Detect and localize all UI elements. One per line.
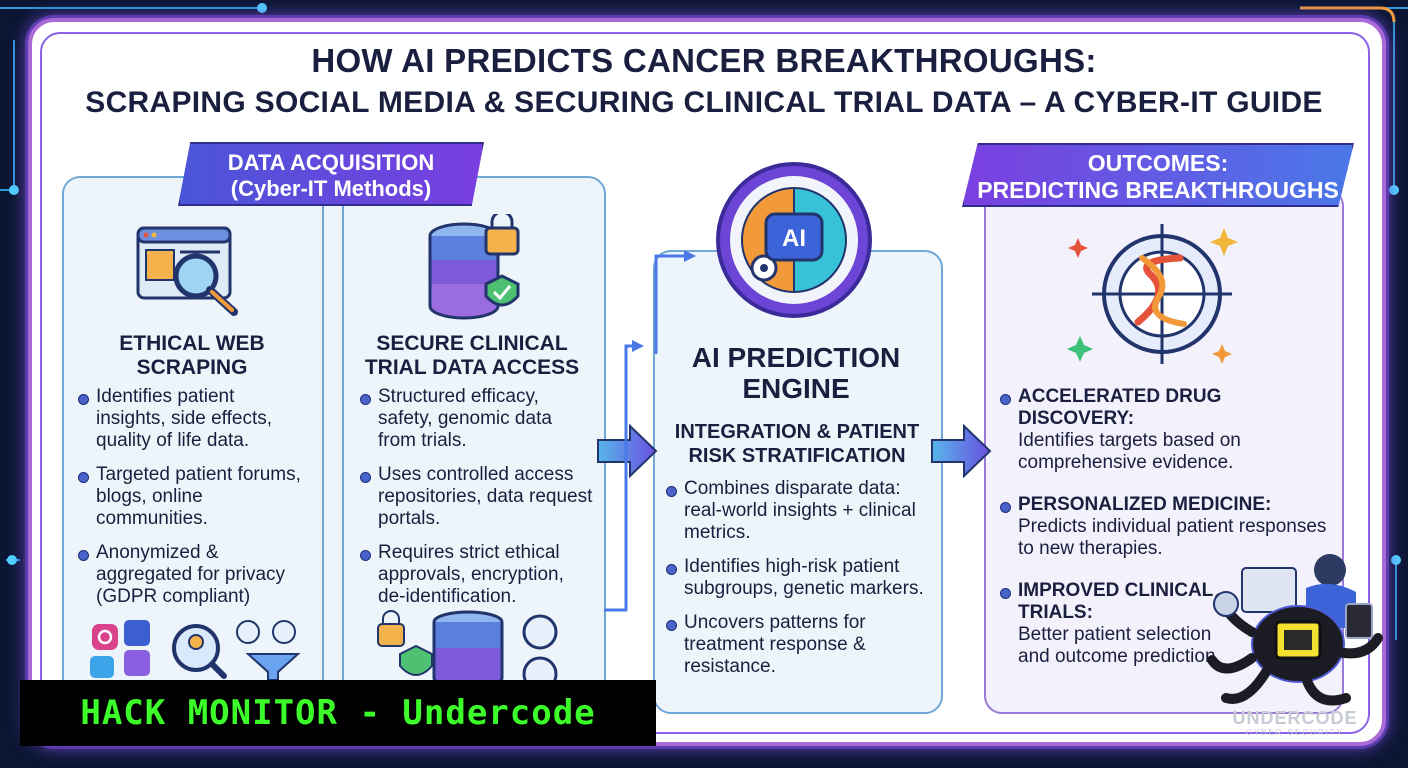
subheading-line: INTEGRATION & PATIENT (674, 421, 920, 443)
ribbon-title: DATA ACQUISITION (227, 150, 435, 175)
secure-records-icon (377, 610, 558, 684)
clinical-bullet-list: Structured efficacy, safety, genomic dat… (358, 386, 594, 620)
web-search-icon (136, 226, 238, 316)
column-divider (322, 180, 324, 700)
octopus-hacker-mascot (1207, 554, 1383, 706)
list-item: Requires strict ethical approvals, encry… (358, 542, 594, 608)
list-item: Uncovers patterns for treatment response… (664, 612, 934, 678)
list-item: Identifies patient insights, side effect… (76, 386, 306, 452)
ai-engine-heading: AI PREDICTION ENGINE (664, 342, 928, 404)
main-subtitle: SCRAPING SOCIAL MEDIA & SECURING CLINICA… (85, 86, 1323, 119)
ai-engine-bullet-list: Combines disparate data: real-world insi… (664, 478, 934, 690)
subheading-line: RISK STRATIFICATION (688, 445, 906, 467)
outcomes-ribbon: OUTCOMES: PREDICTING BREAKTHROUGHS (962, 143, 1354, 207)
data-acquisition-ribbon: DATA ACQUISITION (Cyber-IT Methods) (178, 142, 484, 206)
connector-lines (604, 250, 696, 612)
heading-line: SCRAPING (136, 356, 248, 379)
heading-line: TRIAL DATA ACCESS (364, 356, 580, 379)
heading-line: ENGINE (742, 373, 850, 404)
outcome-lead: ACCELERATED DRUG DISCOVERY: (1018, 386, 1222, 429)
main-title: HOW AI PREDICTS CANCER BREAKTHROUGHS: (311, 42, 1097, 79)
inner-frame (40, 32, 1370, 734)
dna-target-icon (1067, 224, 1238, 364)
list-item: ACCELERATED DRUG DISCOVERY: Identifies t… (998, 386, 1338, 474)
outcome-lead: PERSONALIZED MEDICINE: (1018, 494, 1272, 515)
heading-line: AI PREDICTION (691, 342, 901, 373)
outcome-text: Better patient selection and outcome pre… (1018, 624, 1221, 667)
list-item: Targeted patient forums, blogs, online c… (76, 464, 306, 530)
flow-arrow-icon (931, 424, 992, 478)
list-item: Anonymized & aggregated for privacy (GDP… (76, 542, 306, 608)
outcomes-bullet-list: ACCELERATED DRUG DISCOVERY: Identifies t… (998, 386, 1338, 688)
secure-database-icon (428, 214, 520, 320)
hack-monitor-banner: HACK MONITOR - Undercode (20, 680, 656, 746)
list-item: Combines disparate data: real-world insi… (664, 478, 934, 544)
list-item: Uses controlled access repositories, dat… (358, 464, 594, 530)
ethical-scraping-heading: ETHICAL WEB SCRAPING (72, 332, 312, 380)
secure-clinical-heading: SECURE CLINICAL TRIAL DATA ACCESS (350, 332, 594, 380)
list-item: Identifies high-risk patient subgroups, … (664, 556, 934, 600)
ribbon-subtitle: (Cyber-IT Methods) (230, 176, 432, 201)
ai-brain-icon: AI (716, 162, 872, 318)
ai-engine-subheading: INTEGRATION & PATIENT RISK STRATIFICATIO… (662, 420, 932, 468)
heading-line: SECURE CLINICAL (376, 332, 568, 355)
ai-badge-text: AI (782, 225, 806, 252)
list-item: IMPROVED CLINICAL TRIALS: Better patient… (998, 580, 1238, 668)
scraping-bullet-list: Identifies patient insights, side effect… (76, 386, 306, 620)
outcome-lead: IMPROVED CLINICAL TRIALS: (1018, 580, 1213, 623)
ai-engine-panel (653, 250, 943, 714)
social-media-funnel-icon (90, 620, 301, 681)
outcome-text: Predicts individual patient responses to… (1018, 516, 1327, 559)
list-item: PERSONALIZED MEDICINE: Predicts individu… (998, 494, 1338, 560)
heading-line: ETHICAL WEB (119, 332, 265, 355)
undercode-tagline: CYBER SECURITY (1245, 728, 1345, 737)
ribbon-title: OUTCOMES: (1087, 150, 1229, 176)
outcome-text: Identifies targets based on comprehensiv… (1018, 430, 1241, 473)
ribbon-subtitle: PREDICTING BREAKTHROUGHS (977, 177, 1339, 203)
list-item: Structured efficacy, safety, genomic dat… (358, 386, 594, 452)
undercode-logo: UNDERCODE (1232, 708, 1358, 728)
column-divider (342, 180, 344, 700)
